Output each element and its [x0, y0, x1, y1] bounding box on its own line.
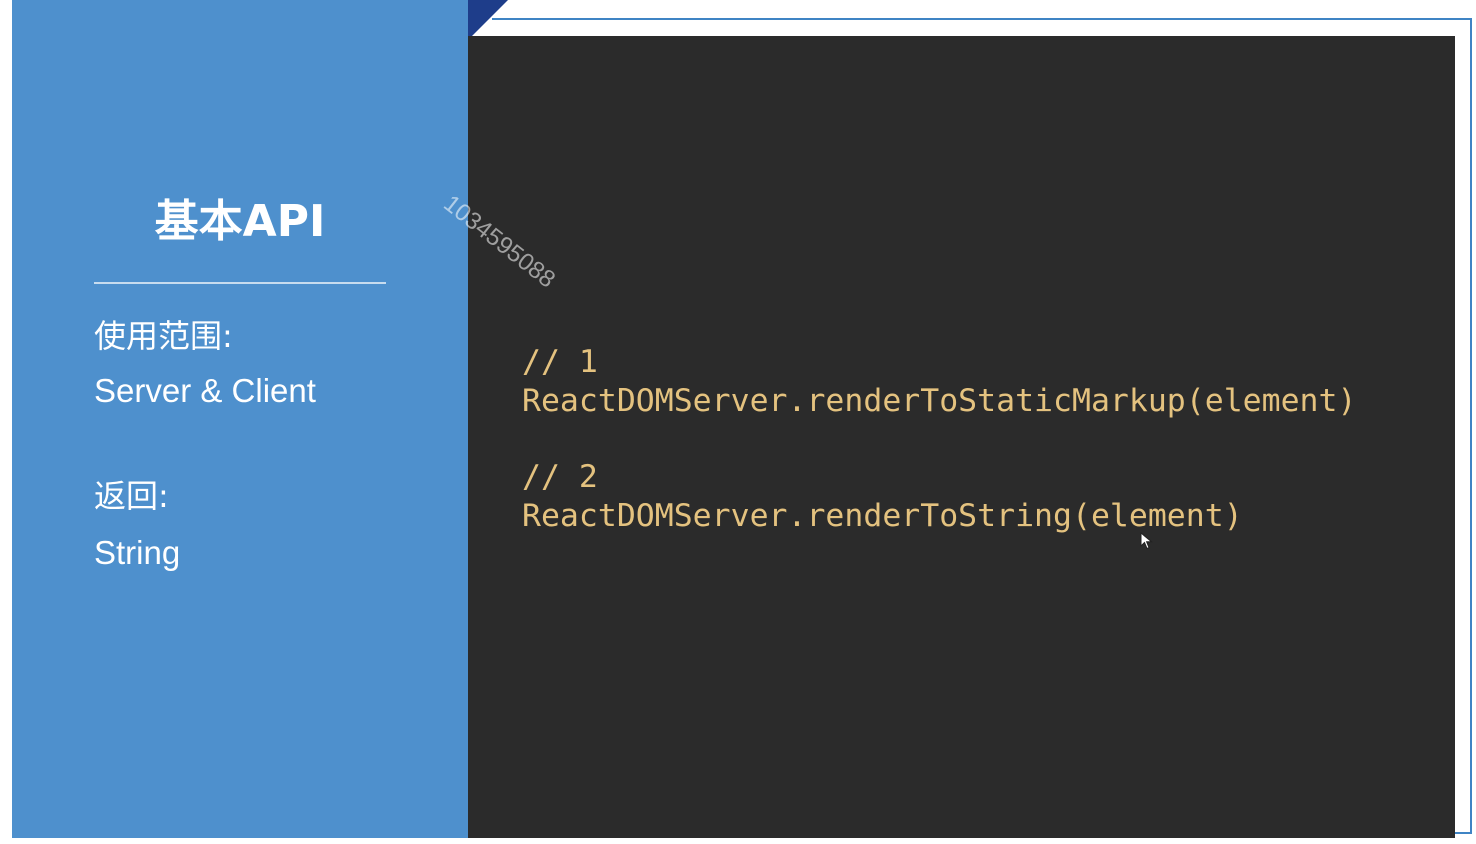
- code-comment-2: // 2: [522, 459, 598, 495]
- slide-title: 基本API: [154, 196, 326, 247]
- sidebar-panel: [12, 0, 468, 838]
- title-divider: [94, 282, 386, 284]
- scope-label: 使用范围:: [94, 317, 233, 355]
- return-value: String: [94, 534, 181, 571]
- corner-accent: [468, 0, 508, 40]
- code-comment-1: // 1: [522, 344, 598, 380]
- return-label: 返回:: [94, 477, 169, 515]
- mouse-pointer-icon: [1140, 532, 1153, 550]
- code-line-render-to-string: ReactDOMServer.renderToString(element): [522, 498, 1243, 534]
- code-line-render-static-markup: ReactDOMServer.renderToStaticMarkup(elem…: [522, 383, 1357, 419]
- scope-value: Server & Client: [94, 372, 316, 409]
- code-panel: [468, 36, 1455, 838]
